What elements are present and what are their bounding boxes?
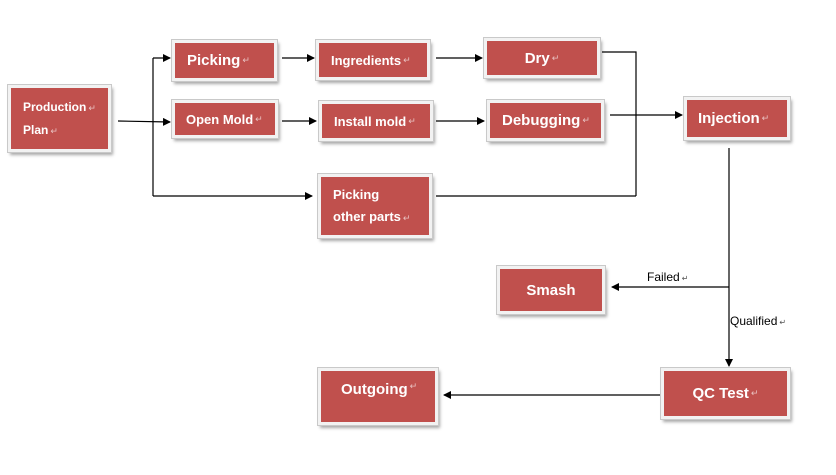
paragraph-mark: ↵ [779, 318, 787, 327]
node-production-plan: Production↵ Plan↵ [7, 84, 112, 153]
node-open-mold-label: Open Mold [186, 111, 254, 127]
node-picking-other-parts-line2: other parts [333, 208, 401, 224]
node-open-mold: Open Mold↵ [171, 99, 279, 139]
node-dry-label: Dry [524, 49, 550, 67]
paragraph-mark: ↵ [761, 113, 770, 123]
node-picking-other-parts: Picking other parts↵ [317, 173, 433, 239]
node-outgoing: Outgoing↵ [317, 367, 439, 426]
paragraph-mark: ↵ [255, 113, 263, 124]
node-dry: Dry↵ [483, 37, 601, 79]
paragraph-mark: ↵ [50, 125, 58, 136]
paragraph-mark: ↵ [681, 274, 689, 283]
node-injection-label: Injection [698, 110, 760, 127]
node-qc-test-label: QC Test [692, 385, 749, 402]
node-smash: Smash [496, 265, 606, 315]
edge-label-failed: Failed↵ [647, 270, 688, 284]
node-ingredients-label: Ingredients [331, 52, 402, 68]
edge-plan-to-open-mold [117, 117, 171, 126]
paragraph-mark: ↵ [408, 115, 416, 126]
node-debugging-label: Debugging [502, 112, 581, 129]
node-qc-test: QC Test↵ [660, 367, 791, 420]
node-ingredients: Ingredients↵ [315, 39, 431, 81]
node-debugging: Debugging↵ [486, 99, 605, 142]
node-install-mold-label: Install mold [334, 113, 407, 129]
node-picking: Picking↵ [171, 39, 278, 82]
paragraph-mark: ↵ [582, 115, 590, 125]
paragraph-mark: ↵ [88, 102, 96, 113]
node-production-plan-line1: Production [23, 99, 87, 114]
edge-label-qualified-text: Qualified [730, 314, 778, 328]
paragraph-mark: ↵ [403, 54, 411, 65]
node-smash-label: Smash [526, 281, 576, 299]
node-install-mold: Install mold↵ [318, 100, 434, 142]
edge-label-qualified: Qualified↵ [730, 314, 786, 328]
node-outgoing-label: Outgoing [341, 381, 408, 398]
paragraph-mark: ↵ [402, 212, 411, 223]
paragraph-mark: ↵ [409, 381, 418, 391]
paragraph-mark: ↵ [242, 55, 250, 65]
edge-label-failed-text: Failed [647, 270, 680, 284]
node-injection: Injection↵ [683, 96, 791, 141]
node-picking-label: Picking [187, 52, 241, 69]
node-production-plan-line2: Plan [23, 122, 49, 137]
node-picking-other-parts-line1: Picking [333, 186, 380, 202]
paragraph-mark: ↵ [551, 52, 560, 63]
edge-dry-to-bracket [602, 51, 637, 196]
paragraph-mark: ↵ [750, 388, 759, 398]
